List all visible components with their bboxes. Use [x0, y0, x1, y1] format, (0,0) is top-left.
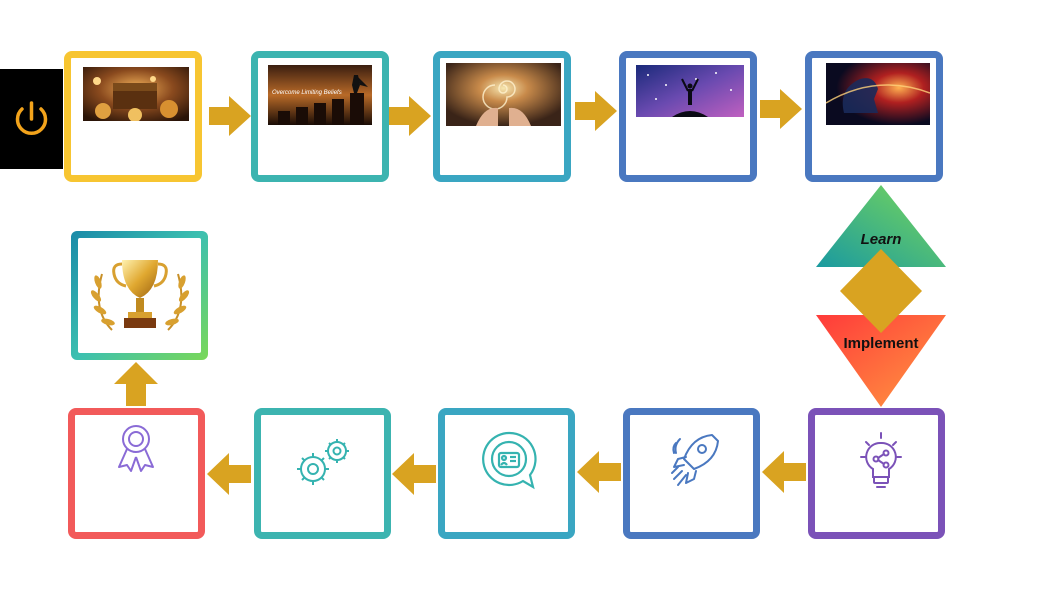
learn-label: Learn — [860, 231, 902, 248]
implement-label: Implement — [843, 335, 919, 352]
lightbulb-idea-icon — [860, 432, 902, 488]
photo-caption: Overcome Limiting Beliefs — [272, 90, 342, 96]
galaxy-victory-photo — [636, 65, 744, 117]
gears-icon — [297, 439, 349, 485]
learn-triangle — [816, 185, 946, 267]
mind-cosmos-photo — [826, 63, 930, 125]
step-card-7 — [623, 408, 760, 539]
step-card-8 — [438, 408, 575, 539]
arrow-right-4 — [760, 89, 802, 129]
step-card-9 — [254, 408, 391, 539]
step-card-3 — [433, 51, 571, 182]
trophy-card — [71, 231, 208, 360]
contact-chat-icon — [482, 431, 537, 490]
arrow-left-2 — [392, 453, 436, 495]
step-card-5 — [805, 51, 943, 182]
power-button[interactable] — [0, 69, 63, 169]
step-card-4 — [619, 51, 757, 182]
implement-triangle — [816, 315, 946, 407]
arrow-right-3 — [575, 91, 617, 131]
step-card-6 — [808, 408, 945, 539]
arrow-left-1 — [207, 453, 251, 495]
learn-implement-graphic — [816, 185, 946, 407]
trophy-icon — [90, 260, 190, 331]
power-icon — [15, 101, 48, 136]
center-diamond — [840, 249, 922, 333]
step-card-2: Overcome Limiting Beliefs — [251, 51, 389, 182]
award-ribbon-icon — [118, 425, 154, 472]
arrow-right-2 — [389, 96, 431, 136]
arrow-right-1 — [209, 96, 251, 136]
arrow-left-4 — [762, 451, 806, 493]
spiral-hands-photo — [446, 63, 561, 126]
step-card-10 — [68, 408, 205, 539]
arrow-left-3 — [577, 451, 621, 493]
limiting-beliefs-photo: Overcome Limiting Beliefs — [268, 65, 372, 125]
arrow-up — [114, 362, 158, 406]
treasure-photo — [83, 67, 189, 121]
step-card-1 — [64, 51, 202, 182]
rocket-icon — [671, 434, 719, 486]
